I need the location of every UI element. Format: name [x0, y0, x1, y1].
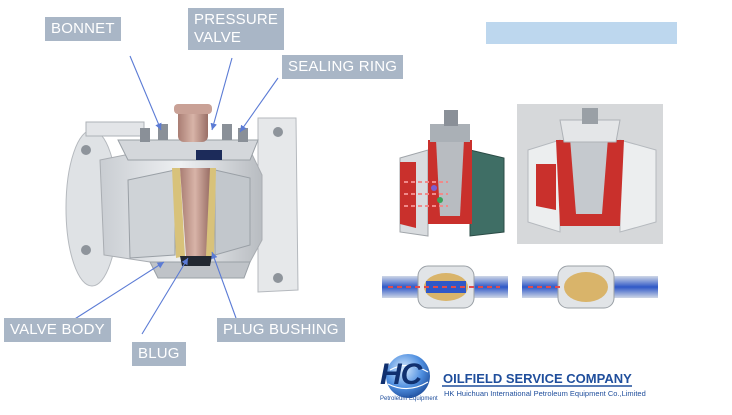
red-cutaway-illustration	[384, 106, 510, 242]
logo-mark-caption: Petroleum Equipment	[380, 396, 438, 402]
company-name: OILFIELD SERVICE COMPANY	[443, 371, 632, 386]
blank-banner	[486, 22, 677, 44]
pressure-valve-label: PRESSURE VALVE	[188, 8, 285, 50]
photo-cutaway-illustration	[517, 104, 663, 244]
sealing-ring-label: SEALING RING	[282, 55, 404, 79]
flow-diagram-open	[382, 265, 508, 309]
valve-body-label: VALVE BODY	[4, 318, 111, 342]
company-logo	[386, 354, 632, 398]
company-subtitle: HK Huichuan International Petroleum Equi…	[444, 389, 646, 398]
leader-arrows	[69, 55, 279, 335]
plug-bushing-leader	[211, 251, 237, 319]
plug-bushing-label: PLUG BUSHING	[217, 318, 345, 342]
valve-body-leader	[69, 261, 165, 323]
bonnet-leader	[129, 55, 162, 131]
flow-diagram-closed	[522, 265, 658, 309]
logo-mark: HC	[380, 358, 422, 391]
sealing-ring-leader	[239, 77, 279, 133]
plug-valve-cutaway	[65, 104, 299, 293]
bonnet-label: BONNET	[45, 17, 121, 41]
pressure-valve-leader	[210, 57, 233, 131]
blug-leader	[141, 257, 189, 335]
blug-label: BLUG	[132, 342, 186, 366]
